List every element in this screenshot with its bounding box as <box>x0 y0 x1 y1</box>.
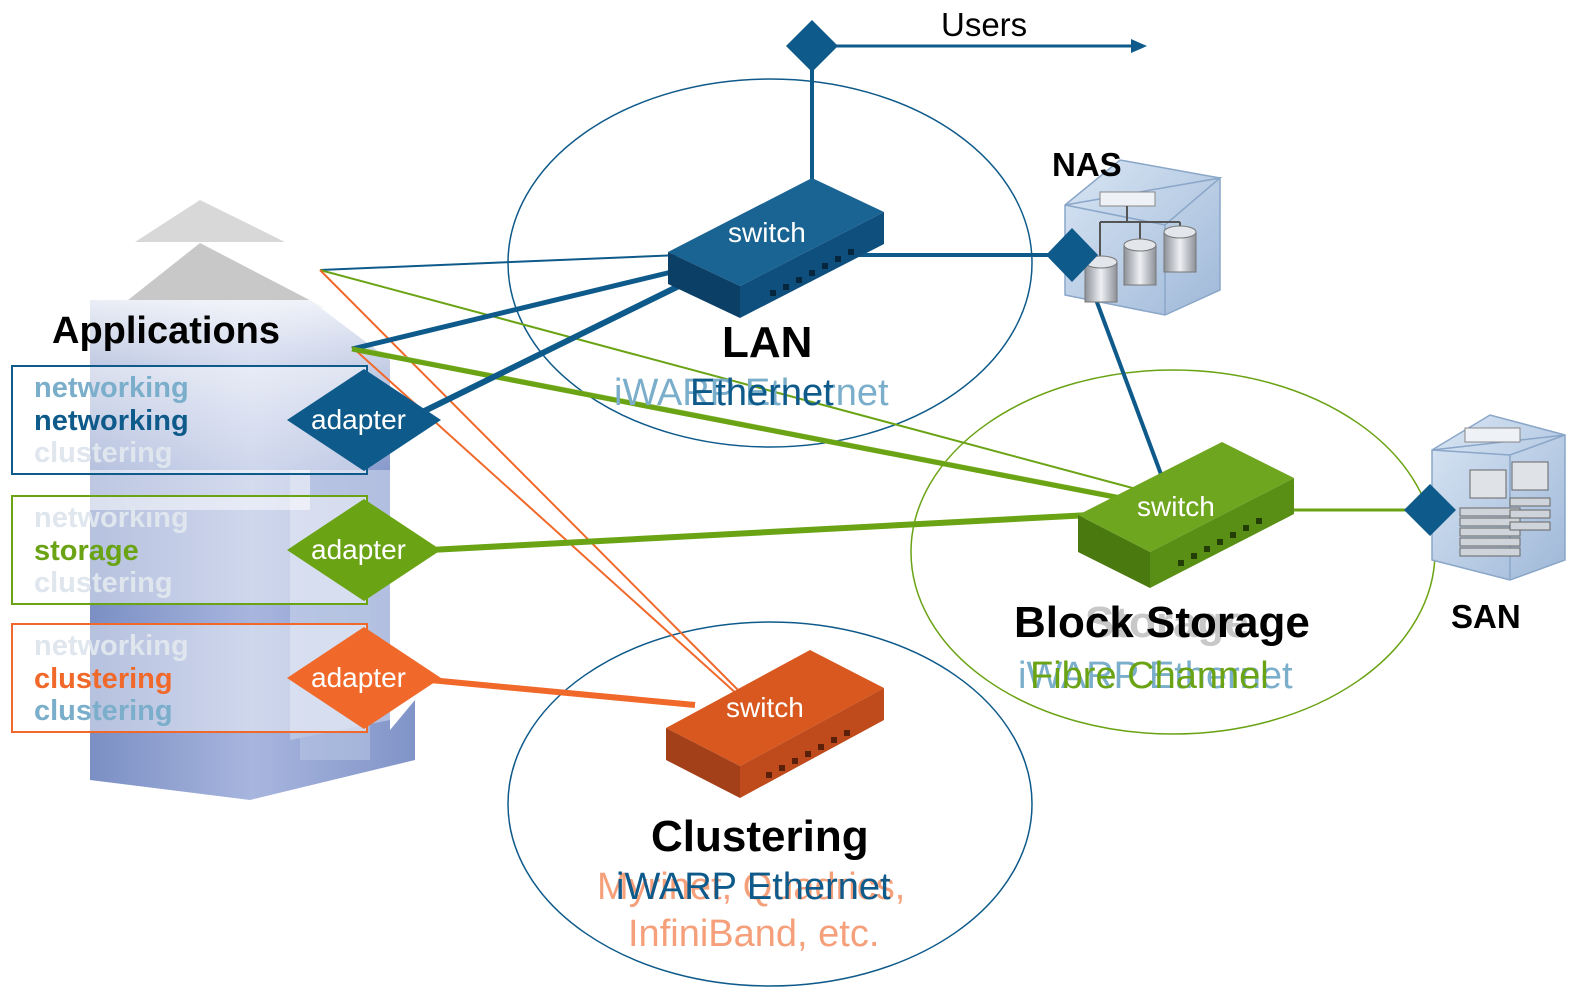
clustering-switch-label: switch <box>726 692 804 723</box>
storage-adapter <box>287 499 441 601</box>
networking-adapter-label: adapter <box>311 404 406 435</box>
clustering-switch <box>666 650 884 798</box>
storage-subtitle: Fibre Channel <box>1030 655 1269 697</box>
users-connection <box>786 20 1147 185</box>
nas-label: NAS <box>1052 146 1122 183</box>
san-label: SAN <box>1451 598 1521 635</box>
clustering-title: Clustering <box>651 812 869 861</box>
users-port-diamond <box>786 20 838 72</box>
stack-row2-ghost-bottom: clustering <box>34 567 173 599</box>
stack-row3-ghost-top: networking <box>34 630 189 662</box>
lan-switch-label: switch <box>728 217 806 248</box>
storage-adapter-label: adapter <box>311 534 406 565</box>
lan-switch <box>668 178 884 318</box>
storage-title: Block Storage <box>1014 598 1310 647</box>
stack-row1-ghost-bottom: clustering <box>34 437 173 469</box>
storage-ghost-subtitle: iWARP Ethernet <box>1018 655 1293 697</box>
lan-title: LAN <box>722 318 813 367</box>
stack-row3-main: clustering <box>34 663 173 695</box>
clustering-subtitle: iWARP Ethernet <box>616 866 891 908</box>
clustering-network-ellipse <box>507 621 1033 987</box>
storage-switch <box>1078 442 1294 588</box>
nas-port-diamond <box>1046 228 1098 282</box>
lan-subtitle: Ethernet <box>690 372 834 414</box>
networking-adapter <box>287 369 441 471</box>
clustering-adapter-label: adapter <box>311 662 406 693</box>
stack-row3-ghost-bottom: clustering <box>34 695 173 727</box>
san-device <box>1431 414 1566 581</box>
clustering-ghost-line2: InfiniBand, etc. <box>628 913 880 955</box>
clustering-adapter <box>287 627 441 729</box>
stack-row1-main: networking <box>34 405 189 437</box>
stack-row2-main: storage <box>34 535 139 567</box>
users-label: Users <box>941 6 1028 43</box>
san-port-diamond <box>1404 484 1456 536</box>
storage-switch-label: switch <box>1137 491 1215 522</box>
nas-device <box>1064 159 1223 316</box>
stack-row2-ghost-top: networking <box>34 502 189 534</box>
clustering-ghost-line1: Myrinet, Quadrics, <box>597 866 906 908</box>
applications-label: Applications <box>52 310 281 352</box>
app-thick-links <box>351 253 1410 708</box>
lan-ghost-subtitle: iWARP Ethernet <box>614 372 889 414</box>
stack-row1-ghost-top: networking <box>34 372 189 404</box>
storage-ghost-title: Storage <box>1085 598 1249 647</box>
